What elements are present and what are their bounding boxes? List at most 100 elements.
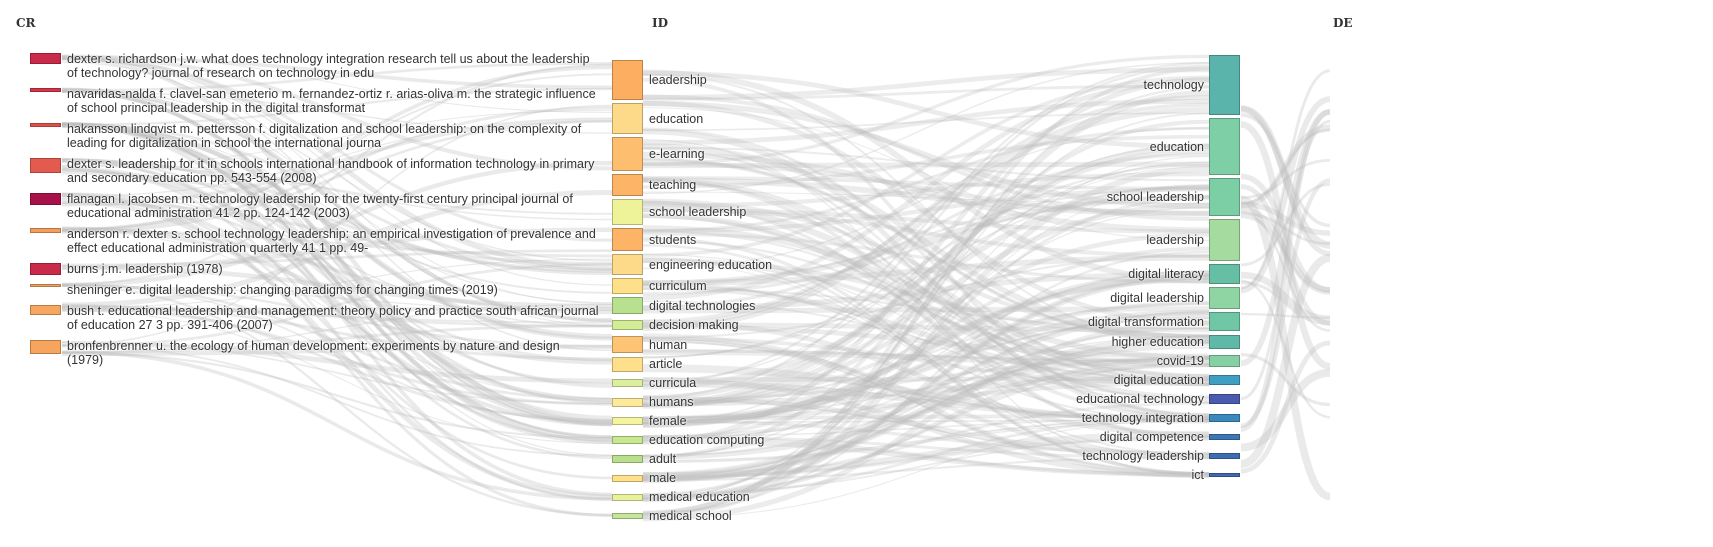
id-node[interactable] [612, 137, 643, 171]
flow-link [642, 356, 1210, 502]
id-node[interactable] [612, 278, 643, 294]
de-node[interactable] [1209, 178, 1240, 216]
flow-link [61, 87, 613, 323]
cr-node[interactable] [30, 228, 61, 233]
flow-link [642, 300, 1210, 427]
flow-link [642, 66, 1210, 516]
flow-link [642, 339, 1210, 475]
de-node[interactable] [1209, 287, 1240, 309]
id-node[interactable] [612, 397, 643, 407]
de-node[interactable] [1209, 264, 1240, 284]
flow-link [61, 303, 613, 353]
id-node[interactable] [612, 356, 643, 372]
de-node-label: school leadership [1106, 190, 1204, 204]
cr-node[interactable] [30, 263, 61, 275]
de-node[interactable] [1209, 375, 1240, 385]
flow-link [642, 356, 1210, 440]
flow-link [642, 380, 1210, 422]
flow-link [642, 161, 1210, 216]
flow-link [642, 316, 1210, 425]
flow-link [642, 348, 1210, 367]
id-node[interactable] [612, 417, 643, 425]
flow-link [61, 122, 613, 405]
id-node[interactable] [612, 199, 643, 225]
cr-node[interactable] [30, 193, 61, 205]
id-node-label: e-learning [649, 147, 705, 161]
flow-link [642, 119, 1210, 460]
id-node[interactable] [612, 474, 643, 482]
flow-link [642, 126, 1210, 233]
flow-link [61, 190, 613, 308]
flow-link [642, 418, 1210, 520]
flow-link [61, 125, 613, 388]
de-node[interactable] [1209, 434, 1240, 440]
id-node[interactable] [612, 103, 643, 134]
id-node-label: curricula [649, 376, 697, 390]
id-node[interactable] [612, 60, 643, 100]
flow-link [61, 124, 613, 439]
de-node[interactable] [1209, 394, 1240, 404]
id-node[interactable] [612, 493, 643, 501]
cr-node[interactable] [30, 53, 61, 64]
flow-link [642, 191, 1210, 204]
flow-link [642, 271, 1210, 311]
flow-link [61, 168, 613, 442]
de-node-label: digital literacy [1128, 267, 1204, 281]
flow-link [642, 195, 1210, 497]
id-node[interactable] [612, 436, 643, 444]
flow-link [642, 95, 1210, 328]
de-node[interactable] [1209, 473, 1240, 477]
cr-node[interactable] [30, 284, 61, 287]
flow-link [642, 334, 1210, 481]
flow-link [1240, 108, 1331, 432]
de-node[interactable] [1209, 335, 1240, 349]
flow-link [61, 283, 613, 401]
flow-link [642, 250, 1210, 515]
flow-link [642, 379, 1210, 421]
id-node[interactable] [612, 228, 643, 251]
flow-link [61, 344, 613, 457]
flow-link [1240, 183, 1331, 267]
flow-link [642, 278, 1210, 407]
flow-link [61, 63, 613, 286]
de-node[interactable] [1209, 453, 1240, 459]
cr-node[interactable] [30, 305, 61, 315]
flow-link [61, 308, 613, 324]
flow-link [1240, 178, 1331, 428]
id-node[interactable] [612, 254, 643, 275]
id-node[interactable] [612, 336, 643, 353]
flow-link [642, 102, 1210, 324]
id-node[interactable] [612, 455, 643, 463]
flow-link [642, 187, 1210, 234]
flow-link [642, 306, 1210, 314]
de-node[interactable] [1209, 118, 1240, 175]
flow-link [642, 195, 1210, 296]
flow-link [642, 143, 1210, 341]
cr-node[interactable] [30, 88, 61, 92]
flow-link [642, 166, 1210, 519]
id-node[interactable] [612, 297, 643, 314]
flow-link [642, 236, 1210, 476]
cr-node[interactable] [30, 340, 61, 354]
flow-link [642, 225, 1210, 361]
cr-node[interactable] [30, 123, 61, 127]
de-node[interactable] [1209, 355, 1240, 367]
cr-node[interactable] [30, 158, 61, 173]
flow-link [642, 127, 1210, 270]
flow-link [642, 253, 1210, 404]
flow-link [642, 336, 1210, 386]
de-node[interactable] [1209, 312, 1240, 331]
flow-link [61, 160, 613, 288]
flow-link [642, 340, 1210, 484]
id-node-label: article [649, 357, 683, 371]
id-node[interactable] [612, 320, 643, 330]
de-node[interactable] [1209, 219, 1240, 261]
de-node[interactable] [1209, 414, 1240, 422]
de-node[interactable] [1209, 55, 1240, 115]
id-node[interactable] [612, 174, 643, 196]
id-node[interactable] [612, 513, 643, 519]
id-node[interactable] [612, 379, 643, 387]
flow-link [61, 158, 613, 294]
flow-link [642, 84, 1210, 101]
id-node-label: human [649, 337, 688, 352]
